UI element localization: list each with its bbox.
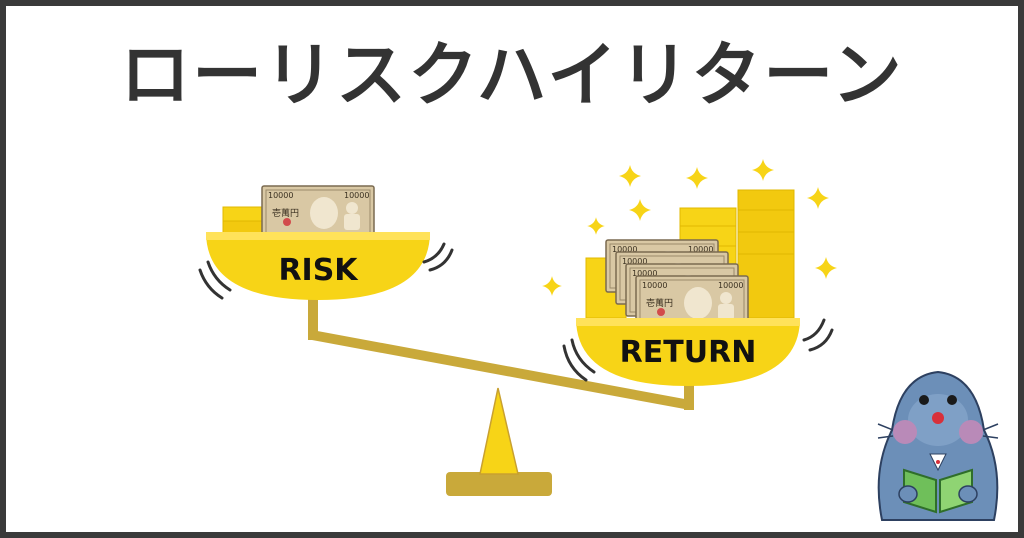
left-pan-rim: [206, 232, 430, 240]
scale-pillar: [479, 387, 519, 475]
return-label: RETURN: [620, 335, 757, 370]
right-banknote-3: 10000: [625, 263, 739, 317]
svg-text:10000: 10000: [688, 245, 713, 254]
right-pan-rim: [576, 318, 800, 326]
sparkle-icon: [752, 159, 774, 181]
scale-beam: [312, 330, 690, 410]
right-hanger: [684, 370, 694, 410]
right-banknote-2: 10000: [615, 251, 729, 305]
sparkle-icon: [542, 276, 562, 296]
svg-text:壱萬円: 壱萬円: [272, 207, 299, 219]
left-banknote: 10000 10000 壱萬円: [261, 185, 375, 239]
sparkle-icon: [629, 199, 651, 221]
right-banknote-1: 10000 10000: [605, 239, 719, 293]
svg-text:10000: 10000: [612, 245, 637, 254]
right-pan: [576, 318, 800, 386]
svg-text:壱萬円: 壱萬円: [646, 297, 673, 309]
svg-text:10000: 10000: [268, 191, 293, 200]
right-shake-lines: [562, 318, 834, 382]
svg-text:10000: 10000: [344, 191, 369, 200]
left-pan: [206, 232, 430, 300]
sparkle-icon: [807, 187, 829, 209]
svg-text:10000: 10000: [622, 257, 647, 266]
mascot-character: [877, 370, 999, 521]
left-hanger: [308, 296, 318, 340]
svg-text:10000: 10000: [642, 281, 667, 290]
svg-text:10000: 10000: [718, 281, 743, 290]
right-banknote-4: 10000 10000 壱萬円: [635, 275, 749, 329]
scale-base: [446, 472, 552, 496]
risk-label: RISK: [278, 253, 359, 288]
sparkle-icon: [587, 217, 605, 235]
sparkle-icon: [686, 167, 708, 189]
left-shake-lines: [198, 242, 454, 300]
sparkle-icon: [815, 257, 837, 279]
svg-text:10000: 10000: [632, 269, 657, 278]
page-title: ローリスクハイリターン: [120, 34, 904, 116]
sparkle-icon: [619, 165, 641, 187]
